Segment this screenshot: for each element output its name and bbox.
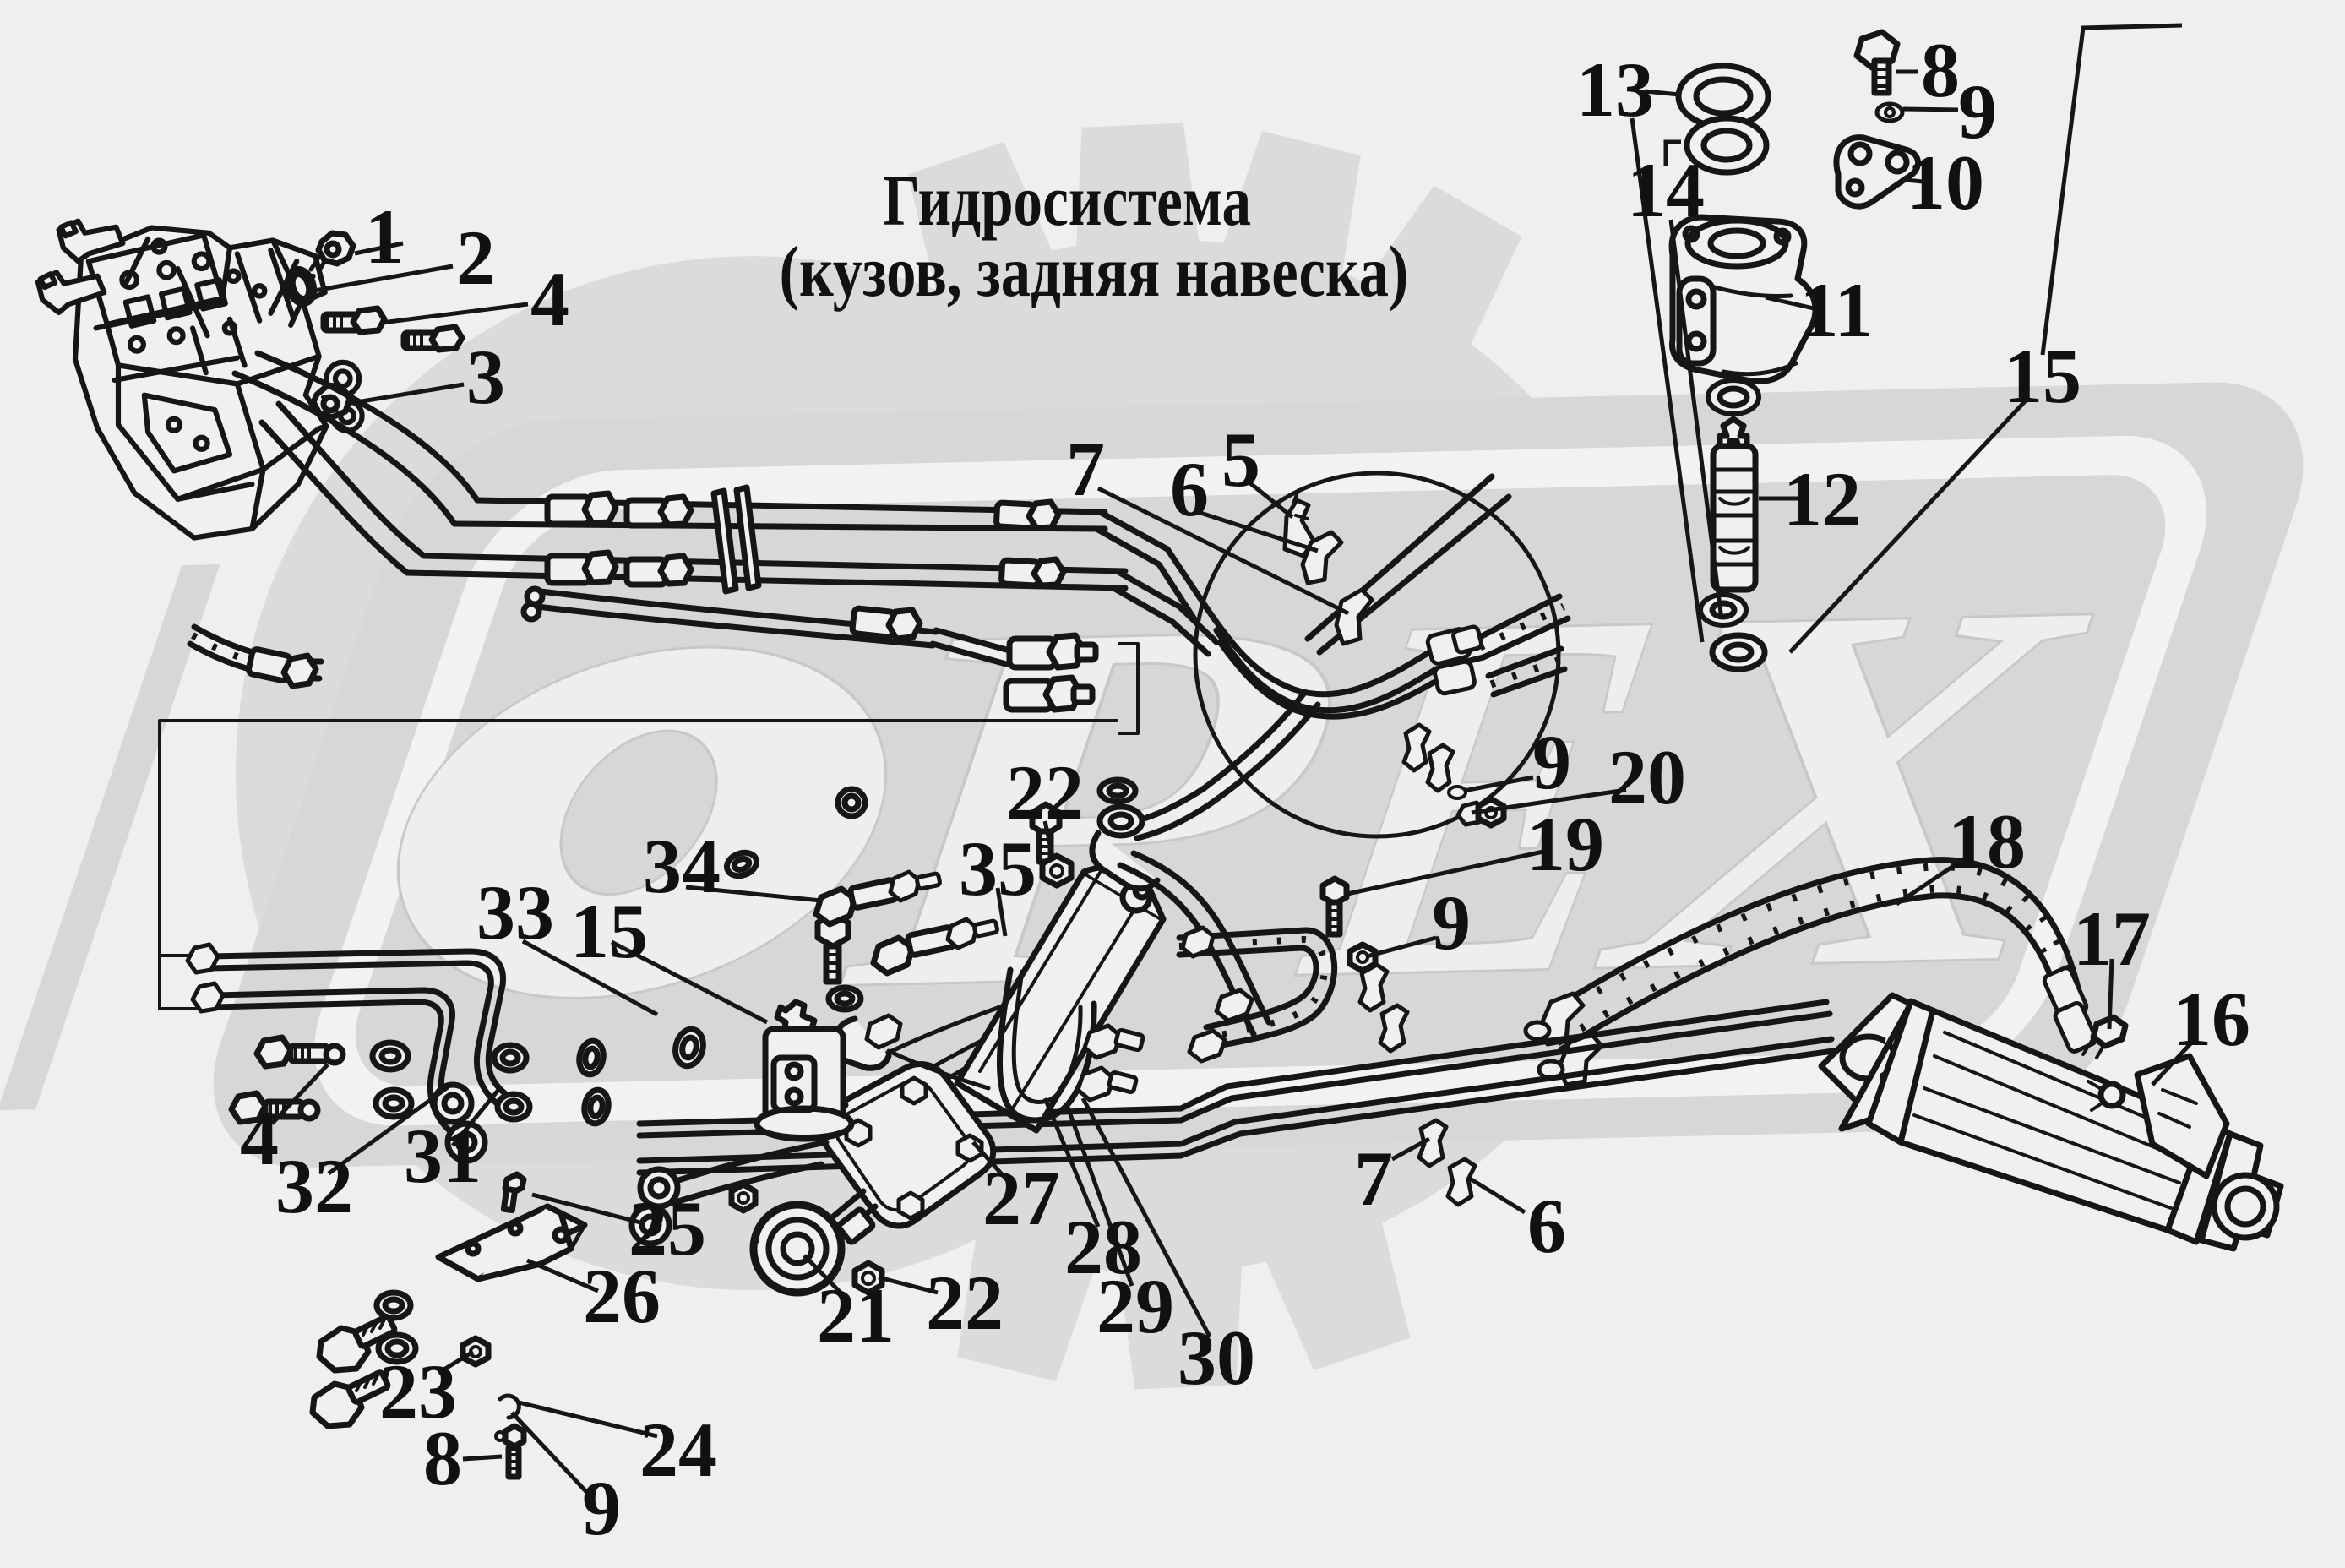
- svg-text:4: 4: [240, 1095, 279, 1181]
- svg-text:5: 5: [1221, 416, 1260, 503]
- svg-text:18: 18: [1948, 798, 2026, 885]
- svg-text:Х: Х: [1544, 490, 2164, 1083]
- svg-text:9: 9: [582, 1465, 621, 1551]
- svg-text:7: 7: [1066, 426, 1105, 512]
- svg-text:20: 20: [1608, 734, 1686, 820]
- svg-text:30: 30: [1178, 1315, 1255, 1401]
- svg-text:2: 2: [456, 215, 495, 301]
- svg-text:6: 6: [1527, 1183, 1566, 1269]
- svg-text:16: 16: [2173, 976, 2250, 1062]
- svg-text:9: 9: [1958, 68, 1997, 155]
- svg-text:15: 15: [570, 888, 648, 974]
- svg-text:25: 25: [628, 1185, 706, 1271]
- svg-text:21: 21: [817, 1272, 895, 1358]
- svg-text:29: 29: [1096, 1263, 1174, 1349]
- svg-text:9: 9: [1432, 879, 1471, 966]
- svg-text:28: 28: [1064, 1204, 1142, 1290]
- svg-text:24: 24: [639, 1407, 717, 1493]
- svg-text:13: 13: [1576, 46, 1654, 133]
- svg-text:8: 8: [1921, 27, 1960, 113]
- svg-text:(кузов, задняя навеска): (кузов, задняя навеска): [780, 231, 1409, 312]
- svg-text:10: 10: [1907, 139, 1984, 226]
- svg-text:34: 34: [643, 823, 721, 909]
- svg-text:32: 32: [275, 1143, 353, 1229]
- svg-text:22: 22: [926, 1260, 1004, 1346]
- svg-text:9: 9: [1532, 719, 1571, 805]
- svg-text:31: 31: [404, 1113, 482, 1199]
- svg-text:8: 8: [423, 1415, 462, 1501]
- svg-text:6: 6: [1170, 446, 1209, 532]
- svg-text:26: 26: [583, 1253, 661, 1339]
- svg-text:33: 33: [476, 869, 554, 956]
- svg-text:14: 14: [1627, 147, 1705, 233]
- svg-text:1: 1: [365, 193, 404, 280]
- svg-text:11: 11: [1800, 267, 1874, 353]
- svg-text:27: 27: [982, 1155, 1060, 1241]
- svg-text:22: 22: [1006, 749, 1084, 836]
- svg-text:3: 3: [466, 334, 505, 420]
- svg-text:35: 35: [959, 825, 1036, 912]
- svg-text:Гидросистема: Гидросистема: [883, 160, 1251, 241]
- svg-text:19: 19: [1526, 801, 1604, 887]
- svg-text:7: 7: [1354, 1135, 1393, 1222]
- svg-text:12: 12: [1783, 456, 1861, 542]
- svg-text:23: 23: [379, 1348, 457, 1435]
- svg-text:15: 15: [2004, 333, 2081, 419]
- svg-text:4: 4: [530, 256, 569, 342]
- svg-text:17: 17: [2073, 896, 2151, 982]
